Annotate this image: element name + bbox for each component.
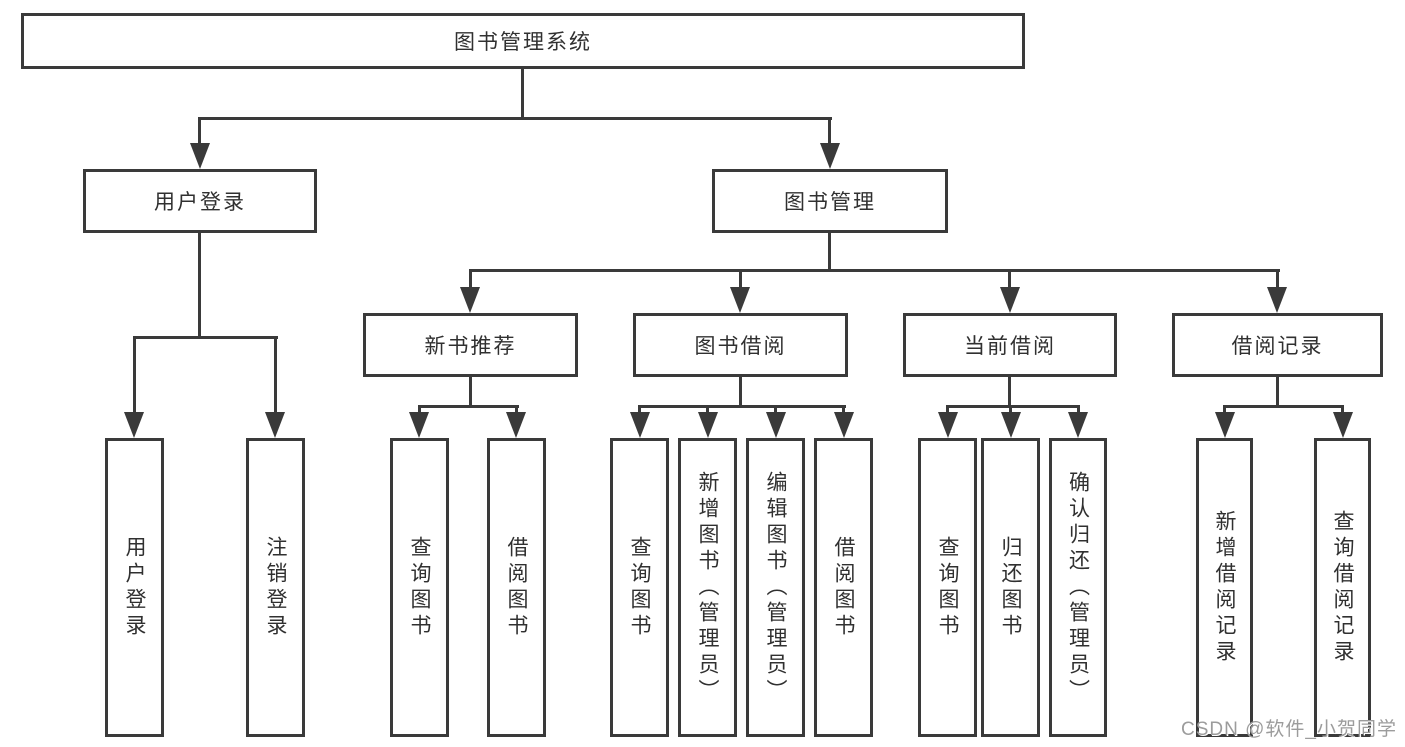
leaf-label: 归还图书: [999, 535, 1022, 640]
node-borrow-record: 借阅记录: [1172, 313, 1383, 377]
arrow-down-icon: [820, 143, 840, 169]
leaf-cb-return: 归还图书: [981, 438, 1040, 737]
connector-line: [638, 405, 846, 408]
node-label: 图书管理系统: [454, 31, 592, 54]
leaf-label: 查询图书: [936, 535, 959, 640]
connector-line: [198, 233, 201, 337]
arrow-down-icon: [1215, 412, 1235, 438]
arrow-down-icon: [1001, 412, 1021, 438]
connector-line: [1341, 408, 1344, 413]
leaf-label: 借阅图书: [505, 535, 528, 640]
leaf-newbook-query: 查询图书: [390, 438, 449, 737]
connector-line: [133, 339, 136, 412]
connector-line: [1008, 272, 1011, 287]
connector-line: [828, 120, 831, 143]
connector-line: [469, 272, 472, 287]
node-system-root: 图书管理系统: [21, 13, 1025, 69]
connector-line: [521, 69, 524, 117]
leaf-label: 编辑图书（管理员）: [764, 470, 787, 705]
arrow-down-icon: [766, 412, 786, 438]
arrow-down-icon: [190, 143, 210, 169]
connector-line: [1276, 272, 1279, 287]
node-label: 新书推荐: [424, 335, 517, 358]
node-book-management: 图书管理: [712, 169, 948, 233]
leaf-label: 查询图书: [628, 535, 651, 640]
connector-line: [1276, 377, 1279, 407]
leaf-cb-query: 查询图书: [918, 438, 977, 737]
node-current-borrow: 当前借阅: [903, 313, 1117, 377]
leaf-bb-borrow: 借阅图书: [814, 438, 873, 737]
arrow-down-icon: [409, 412, 429, 438]
arrow-down-icon: [698, 412, 718, 438]
leaf-label: 新增图书（管理员）: [696, 470, 719, 705]
leaf-label: 查询借阅记录: [1331, 509, 1354, 666]
connector-line: [1077, 408, 1080, 413]
arrow-down-icon: [1267, 287, 1287, 313]
arrow-down-icon: [1333, 412, 1353, 438]
connector-line: [418, 405, 519, 408]
leaf-bb-add: 新增图书（管理员）: [678, 438, 737, 737]
leaf-newbook-borrow: 借阅图书: [487, 438, 546, 737]
connector-line: [274, 339, 277, 412]
connector-line: [418, 408, 421, 413]
connector-line: [739, 377, 742, 407]
node-label: 图书管理: [784, 191, 876, 214]
arrow-down-icon: [1068, 412, 1088, 438]
leaf-user-login: 用户登录: [105, 438, 164, 737]
connector-line: [1223, 408, 1226, 413]
connector-line: [198, 117, 832, 120]
arrow-down-icon: [265, 412, 285, 438]
node-label: 图书借阅: [694, 335, 787, 358]
connector-line: [1008, 377, 1011, 407]
connector-line: [828, 233, 831, 271]
node-label: 借阅记录: [1231, 335, 1324, 358]
leaf-label: 注销登录: [264, 535, 287, 640]
leaf-bb-query: 查询图书: [610, 438, 669, 737]
leaf-label: 确认归还（管理员）: [1066, 470, 1090, 705]
connector-line: [946, 408, 949, 413]
node-label: 当前借阅: [964, 335, 1056, 358]
leaf-logout: 注销登录: [246, 438, 305, 737]
leaf-label: 查询图书: [408, 535, 431, 640]
arrow-down-icon: [460, 287, 480, 313]
node-book-borrow: 图书借阅: [633, 313, 848, 377]
connector-line: [774, 408, 777, 413]
leaf-label: 借阅图书: [832, 535, 855, 640]
connector-line: [515, 408, 518, 413]
arrow-down-icon: [730, 287, 750, 313]
connector-line: [469, 377, 472, 407]
node-label: 用户登录: [154, 191, 246, 214]
arrow-down-icon: [1000, 287, 1020, 313]
leaf-cb-confirm-return: 确认归还（管理员）: [1049, 438, 1107, 737]
arrow-down-icon: [938, 412, 958, 438]
connector-line: [706, 408, 709, 413]
connector-line: [638, 408, 641, 413]
connector-line: [469, 269, 1280, 272]
connector-line: [842, 408, 845, 413]
connector-line: [739, 272, 742, 287]
connector-line: [946, 405, 1080, 408]
connector-line: [1223, 405, 1344, 408]
connector-line: [1009, 408, 1012, 413]
arrow-down-icon: [630, 412, 650, 438]
leaf-label: 新增借阅记录: [1213, 509, 1236, 666]
leaf-label: 用户登录: [123, 535, 146, 640]
arrow-down-icon: [124, 412, 144, 438]
node-user-login: 用户登录: [83, 169, 317, 233]
leaf-bb-edit: 编辑图书（管理员）: [746, 438, 805, 737]
node-new-book-recommend: 新书推荐: [363, 313, 578, 377]
leaf-br-add-record: 新增借阅记录: [1196, 438, 1253, 737]
connector-line: [133, 336, 278, 339]
arrow-down-icon: [834, 412, 854, 438]
csdn-watermark: CSDN @软件_小贺同学: [1181, 719, 1397, 740]
connector-line: [198, 120, 201, 143]
arrow-down-icon: [506, 412, 526, 438]
leaf-br-query-record: 查询借阅记录: [1314, 438, 1371, 737]
